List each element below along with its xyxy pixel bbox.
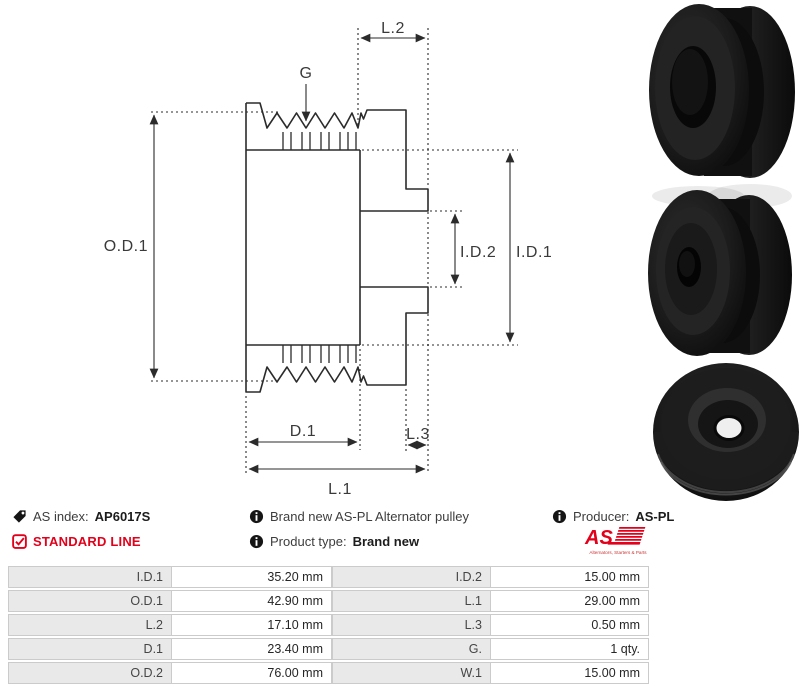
spec-label: I.D.2	[332, 566, 491, 588]
info-icon	[552, 509, 567, 524]
l1-label: L.1	[328, 481, 352, 498]
pulley-outline-top	[246, 102, 429, 212]
od1-label: O.D.1	[104, 238, 148, 255]
spec-label: O.D.1	[8, 590, 172, 612]
dimension-d1: D.1	[245, 349, 361, 474]
product-description: Brand new AS-PL Alternator pulley	[249, 509, 469, 524]
as-index: AS index: AP6017S	[12, 509, 150, 524]
spec-value: 15.00 mm	[491, 662, 649, 684]
spec-label: I.D.1	[8, 566, 172, 588]
as-index-label: AS index:	[33, 509, 89, 524]
dimension-g: G	[300, 65, 313, 122]
dimension-l2: L.2	[357, 20, 429, 474]
dimension-id1: I.D.1	[362, 149, 552, 346]
as-index-value: AP6017S	[94, 509, 151, 524]
info-icon	[249, 534, 264, 549]
info-icon	[249, 509, 264, 524]
technical-drawing: O.D.1 L.2 G I.D.2 I.D.1	[104, 20, 552, 498]
spec-value: 29.00 mm	[491, 590, 649, 612]
spec-table: I.D.1 35.20 mm I.D.2 15.00 mm O.D.1 42.9…	[8, 566, 649, 684]
dimension-l1: L.1	[248, 464, 426, 498]
as-pl-logo-mark: AS	[584, 527, 646, 549]
spec-label: L.1	[332, 590, 491, 612]
d1-label: D.1	[290, 423, 316, 440]
id1-label: I.D.1	[516, 244, 552, 261]
checkbox-icon	[12, 534, 27, 549]
photo-pulley-angled-small-bore	[648, 190, 792, 356]
l2-label: L.2	[381, 20, 405, 37]
dimension-l3: L.3	[405, 389, 430, 452]
spec-value: 1 qty.	[491, 638, 649, 660]
pulley-outline-bottom	[245, 103, 429, 393]
spec-value: 23.40 mm	[172, 638, 332, 660]
spec-value: 76.00 mm	[172, 662, 332, 684]
tag-icon	[13, 510, 26, 523]
standard-line: STANDARD LINE	[12, 534, 141, 549]
photo-pulley-front-view	[653, 363, 799, 501]
logo-tagline: Alternators, Starters & Parts	[589, 550, 647, 555]
spec-value: 15.00 mm	[491, 566, 649, 588]
standard-line-label: STANDARD LINE	[33, 534, 141, 549]
dimension-od1: O.D.1	[104, 111, 280, 382]
spec-value: 35.20 mm	[172, 566, 332, 588]
pulley-body-lines	[246, 149, 361, 346]
pulley-cross-section	[245, 102, 429, 393]
product-type: Product type: Brand new	[249, 534, 419, 549]
id2-label: I.D.2	[460, 244, 496, 261]
l3-label: L.3	[406, 426, 430, 443]
as-pl-logo: AS Alternators, Starters & Parts	[584, 525, 652, 562]
product-photos	[648, 4, 799, 501]
spec-label: O.D.2	[8, 662, 172, 684]
producer-label: Producer:	[573, 509, 630, 524]
spec-label: L.3	[332, 614, 491, 636]
spec-label: W.1	[332, 662, 491, 684]
spec-label: D.1	[8, 638, 172, 660]
rib-walls-top	[282, 132, 357, 150]
product-type-label: Product type:	[270, 534, 347, 549]
rib-walls-bottom	[282, 345, 357, 363]
spec-value: 17.10 mm	[172, 614, 332, 636]
spec-label: L.2	[8, 614, 172, 636]
spec-label: G.	[332, 638, 491, 660]
producer-value: AS-PL	[635, 509, 675, 524]
producer: Producer: AS-PL	[552, 509, 674, 524]
product-type-value: Brand new	[352, 534, 420, 549]
description-text: Brand new AS-PL Alternator pulley	[270, 509, 469, 524]
dimension-id2: I.D.2	[430, 210, 496, 288]
spec-value: 42.90 mm	[172, 590, 332, 612]
photo-pulley-angled-large-bore	[649, 4, 795, 208]
g-label: G	[300, 65, 313, 82]
spec-value: 0.50 mm	[491, 614, 649, 636]
svg-text:AS: AS	[584, 527, 613, 549]
